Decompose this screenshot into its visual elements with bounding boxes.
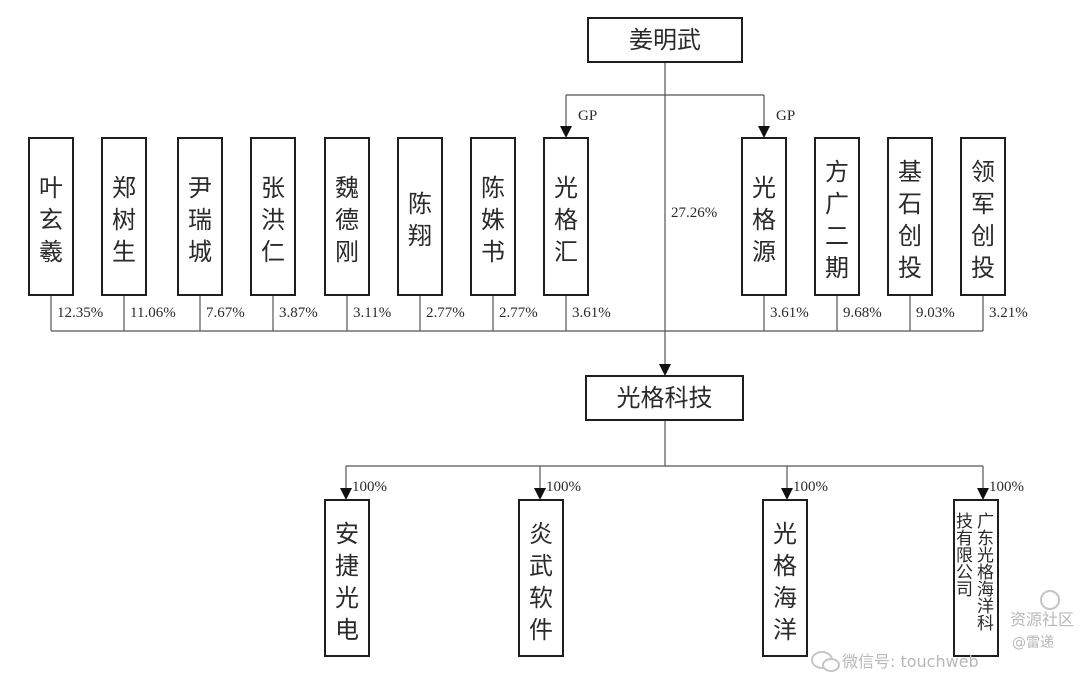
watermark-community: 资源社区 bbox=[1010, 610, 1075, 629]
shareholder-pct: 7.67% bbox=[206, 305, 245, 321]
subsidiary-arrow-icon bbox=[340, 488, 352, 500]
shareholder-pct: 12.35% bbox=[57, 305, 103, 321]
shareholder-box bbox=[543, 137, 589, 296]
nodes bbox=[28, 17, 1006, 657]
shareholder-box bbox=[814, 137, 860, 296]
shareholder-pct: 11.06% bbox=[130, 305, 176, 321]
wechat-icon bbox=[811, 651, 840, 672]
shareholder-box bbox=[101, 137, 147, 296]
watermark-graphics bbox=[811, 590, 1060, 672]
shareholder-pct: 3.11% bbox=[353, 305, 391, 321]
subsidiary-pct: 100% bbox=[793, 479, 828, 495]
shareholder-name: 基石创投 bbox=[898, 158, 922, 282]
company-arrow-icon bbox=[659, 364, 671, 376]
company-node-name: 光格科技 bbox=[616, 384, 713, 412]
shareholder-name: 陈翔 bbox=[408, 190, 432, 250]
shareholder-box bbox=[960, 137, 1006, 296]
root-node-box bbox=[587, 17, 743, 63]
subsidiary-name: 炎武软件 bbox=[529, 520, 553, 644]
shareholder-pct: 2.77% bbox=[426, 305, 465, 321]
subsidiary-box bbox=[953, 499, 999, 657]
watermark-wechat: 微信号: touchweb bbox=[842, 652, 979, 671]
shareholder-box bbox=[250, 137, 296, 296]
shareholder-pct: 9.68% bbox=[843, 305, 882, 321]
shareholder-box bbox=[397, 137, 443, 296]
subsidiary-pct: 100% bbox=[352, 479, 387, 495]
wechat-bubble-small bbox=[822, 658, 840, 672]
gp-label: GP bbox=[776, 108, 795, 124]
subsidiary-pct: 100% bbox=[546, 479, 581, 495]
shareholder-pct: 2.77% bbox=[499, 305, 538, 321]
shareholder-box bbox=[324, 137, 370, 296]
shareholder-name: 尹瑞城 bbox=[188, 174, 212, 266]
shareholder-name: 领军创投 bbox=[971, 158, 995, 282]
shareholder-name: 光格汇 bbox=[554, 174, 578, 266]
subsidiary-name: 安捷光电 bbox=[335, 520, 359, 644]
subsidiary-arrow-icon bbox=[534, 488, 546, 500]
watermark-weibo: @雷递 bbox=[1012, 635, 1054, 651]
root-direct-pct: 27.26% bbox=[671, 205, 717, 221]
company-node-box bbox=[585, 375, 744, 421]
labels: 12.35% 11.06% 7.67% 3.87% 3.11% 2.77% 2.77% 3.6… bbox=[57, 108, 1028, 495]
subsidiary-name: 广东光格海洋科技有限公司 bbox=[952, 512, 993, 631]
subsidiary-box bbox=[518, 499, 564, 657]
subsidiary-box bbox=[324, 499, 370, 657]
shareholder-box bbox=[28, 137, 74, 296]
shareholder-name: 光格源 bbox=[752, 174, 776, 266]
shareholder-name: 陈姝书 bbox=[481, 174, 505, 266]
shareholder-box bbox=[177, 137, 223, 296]
shareholder-name: 叶玄羲 bbox=[39, 174, 63, 266]
community-logo-icon bbox=[1040, 590, 1060, 610]
shareholder-box bbox=[887, 137, 933, 296]
gp-arrow-icon bbox=[560, 126, 572, 138]
shareholder-name: 魏德刚 bbox=[335, 174, 359, 266]
shareholder-box bbox=[470, 137, 516, 296]
shareholder-pct: 3.61% bbox=[572, 305, 611, 321]
shareholder-name: 郑树生 bbox=[112, 174, 136, 266]
shareholder-pct: 9.03% bbox=[916, 305, 955, 321]
shareholder-name: 方广二期 bbox=[825, 158, 849, 282]
subsidiary-pct: 100% bbox=[989, 479, 1024, 495]
shareholder-pct: 3.87% bbox=[279, 305, 318, 321]
subsidiary-arrow-icon bbox=[781, 488, 793, 500]
connector-lines bbox=[50, 62, 989, 500]
root-node-name: 姜明武 bbox=[629, 26, 701, 54]
subsidiary-arrow-icon bbox=[977, 488, 989, 500]
shareholder-name: 张洪仁 bbox=[261, 174, 285, 266]
shareholder-box bbox=[741, 137, 787, 296]
shareholder-pct: 3.61% bbox=[770, 305, 809, 321]
gp-arrow-icon bbox=[758, 126, 770, 138]
subsidiary-box bbox=[762, 499, 808, 657]
shareholder-pct: 3.21% bbox=[989, 305, 1028, 321]
gp-label: GP bbox=[578, 108, 597, 124]
subsidiary-name: 光格海洋 bbox=[773, 520, 797, 644]
